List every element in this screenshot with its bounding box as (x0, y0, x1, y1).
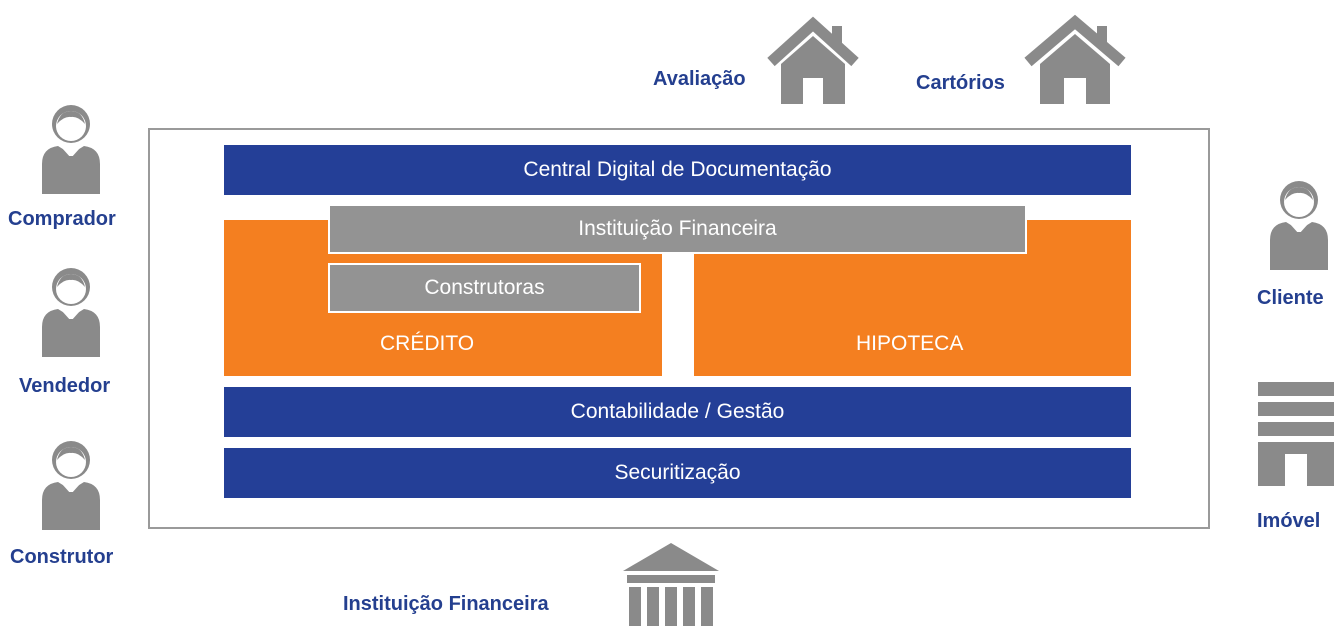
central-digital-bar: Central Digital de Documentação (224, 145, 1131, 195)
construtor-person-icon (42, 441, 100, 530)
construtor-label: Construtor (10, 546, 114, 568)
imovel-label: Imóvel (1257, 510, 1321, 532)
securitizacao-bar: Securitização (224, 448, 1131, 498)
avaliacao-label: Avaliação (653, 68, 746, 90)
bank-icon (623, 543, 719, 626)
platform-frame (148, 128, 1210, 529)
instituicao-financeira-bar: Instituição Financeira (328, 204, 1027, 254)
instituicao-financeira-label: Instituição Financeira (343, 593, 549, 615)
cartorios-label: Cartórios (916, 72, 1005, 94)
imovel-building-icon (1258, 382, 1334, 486)
vendedor-person-icon (42, 268, 100, 357)
credito-label: CRÉDITO (380, 332, 475, 355)
avaliacao-house-icon (767, 16, 859, 104)
comprador-person-icon (42, 105, 100, 194)
vendedor-label: Vendedor (19, 375, 111, 397)
contabilidade-bar: Contabilidade / Gestão (224, 387, 1131, 437)
construtoras-bar: Construtoras (328, 263, 641, 313)
cliente-label: Cliente (1257, 287, 1324, 309)
comprador-label: Comprador (8, 208, 116, 230)
cliente-person-icon (1270, 181, 1328, 270)
cartorios-house-icon (1024, 14, 1126, 104)
hipoteca-label: HIPOTECA (856, 332, 964, 355)
